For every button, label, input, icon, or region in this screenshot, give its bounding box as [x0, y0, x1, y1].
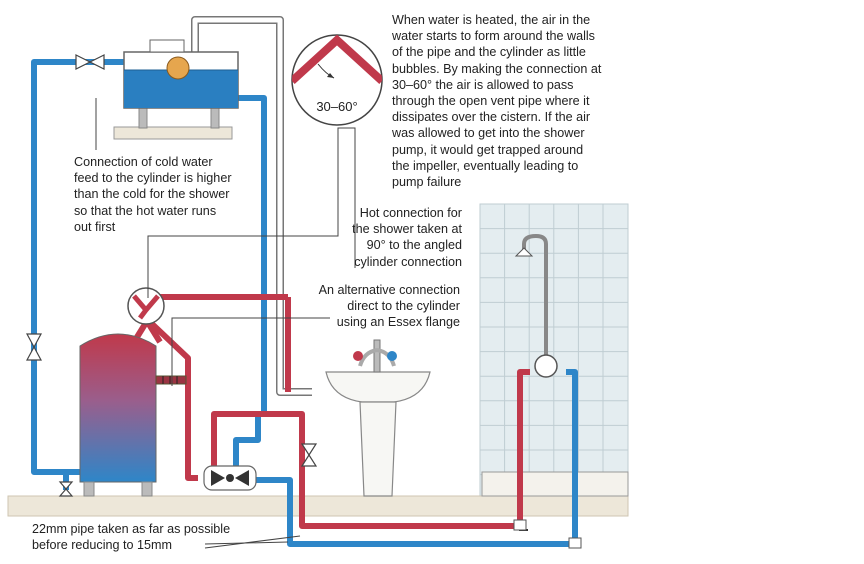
- basin-tap-icon: [353, 339, 397, 373]
- gate-valve-icon: [58, 481, 74, 497]
- tiled-wall: [479, 203, 629, 497]
- floor: [7, 495, 629, 517]
- angle-label: 30–60°: [316, 99, 357, 114]
- wash-basin: [325, 339, 431, 497]
- ball-valve-icon: [166, 56, 190, 80]
- gate-valve-icon: [25, 333, 43, 361]
- annotation-hot-connection: Hot connection for the shower taken at 9…: [352, 206, 462, 269]
- gate-valve-icon: [75, 54, 105, 70]
- pump-icon: [203, 465, 257, 491]
- hot-water-cylinder: [79, 333, 157, 497]
- essex-flange: [155, 375, 187, 385]
- shower-tray: [481, 471, 629, 497]
- hot-water-pipes: [131, 294, 530, 529]
- shower-mixer: [534, 354, 558, 378]
- annotation-cold-feed: Connection of cold water feed to the cyl…: [74, 155, 232, 234]
- gate-valve-icon: [300, 443, 318, 467]
- shower-set: [513, 233, 582, 549]
- angled-cylinder-connection: [127, 287, 165, 325]
- annotation-pipe-size: 22mm pipe taken as far as possible befor…: [32, 522, 231, 553]
- cold-water-cistern: [123, 39, 239, 109]
- shower-rose-icon: [514, 247, 534, 257]
- leader-lines: [95, 98, 356, 549]
- annotation-air-bubbles: When water is heated, the air in the wat…: [392, 13, 602, 190]
- cistern-stand: [113, 107, 233, 140]
- angle-detail-circle: 30–60°: [291, 34, 383, 126]
- annotation-essex-flange: An alternative connection direct to the …: [318, 283, 460, 330]
